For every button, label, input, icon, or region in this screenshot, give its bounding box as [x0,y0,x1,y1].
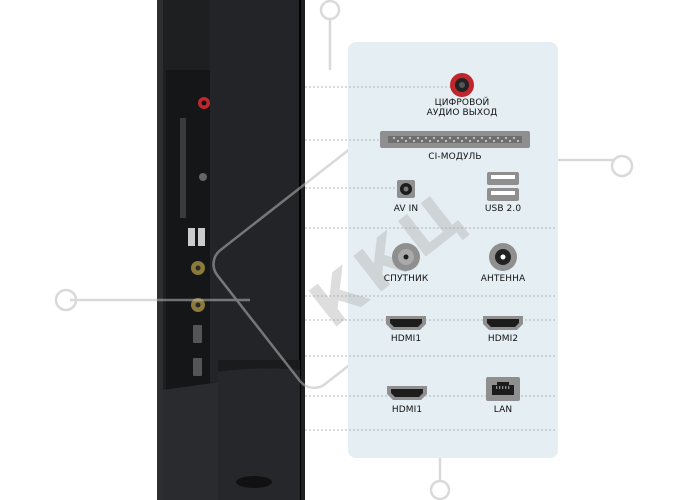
hdmi-port-icon [483,316,523,330]
tv-inner-panel [210,0,300,382]
strip-usb-2 [198,228,205,246]
hdmi1-bottom-label: HDMI1 [391,405,423,415]
hdmi-port-icon [386,316,426,330]
strip-ci-slot [180,118,186,218]
ci-module-label: CI-МОДУЛЬ [428,152,482,162]
satellite-label: СПУТНИК [383,274,429,284]
strip-usb-1 [188,228,195,246]
hdmi1-top-label: HDMI1 [390,334,422,344]
av-in-label: AV IN [393,204,419,214]
strip-av-jack [199,173,207,181]
coax-port-icon [392,243,420,271]
usb-label: USB 2.0 [484,204,522,214]
tv-stand [163,382,220,500]
connectors-panel [348,42,558,458]
strip-hdmi-2 [193,358,202,376]
ci-slot-icon [380,131,530,148]
optical-port-icon [450,73,474,97]
av-jack-icon [397,180,415,198]
hdmi2-label: HDMI2 [487,334,519,344]
lan-port-icon [486,377,520,401]
lan-label: LAN [493,405,513,415]
strip-hdmi-1 [193,325,202,343]
usb-port-icon [487,172,519,201]
digital-audio-out-label: ЦИФРОВОЙ АУДИО ВЫХОД [426,98,498,118]
hdmi-port-icon [387,386,427,400]
antenna-port-icon [489,243,517,271]
tv-edge-highlight [157,0,163,500]
antenna-label: АНТЕННА [480,274,526,284]
